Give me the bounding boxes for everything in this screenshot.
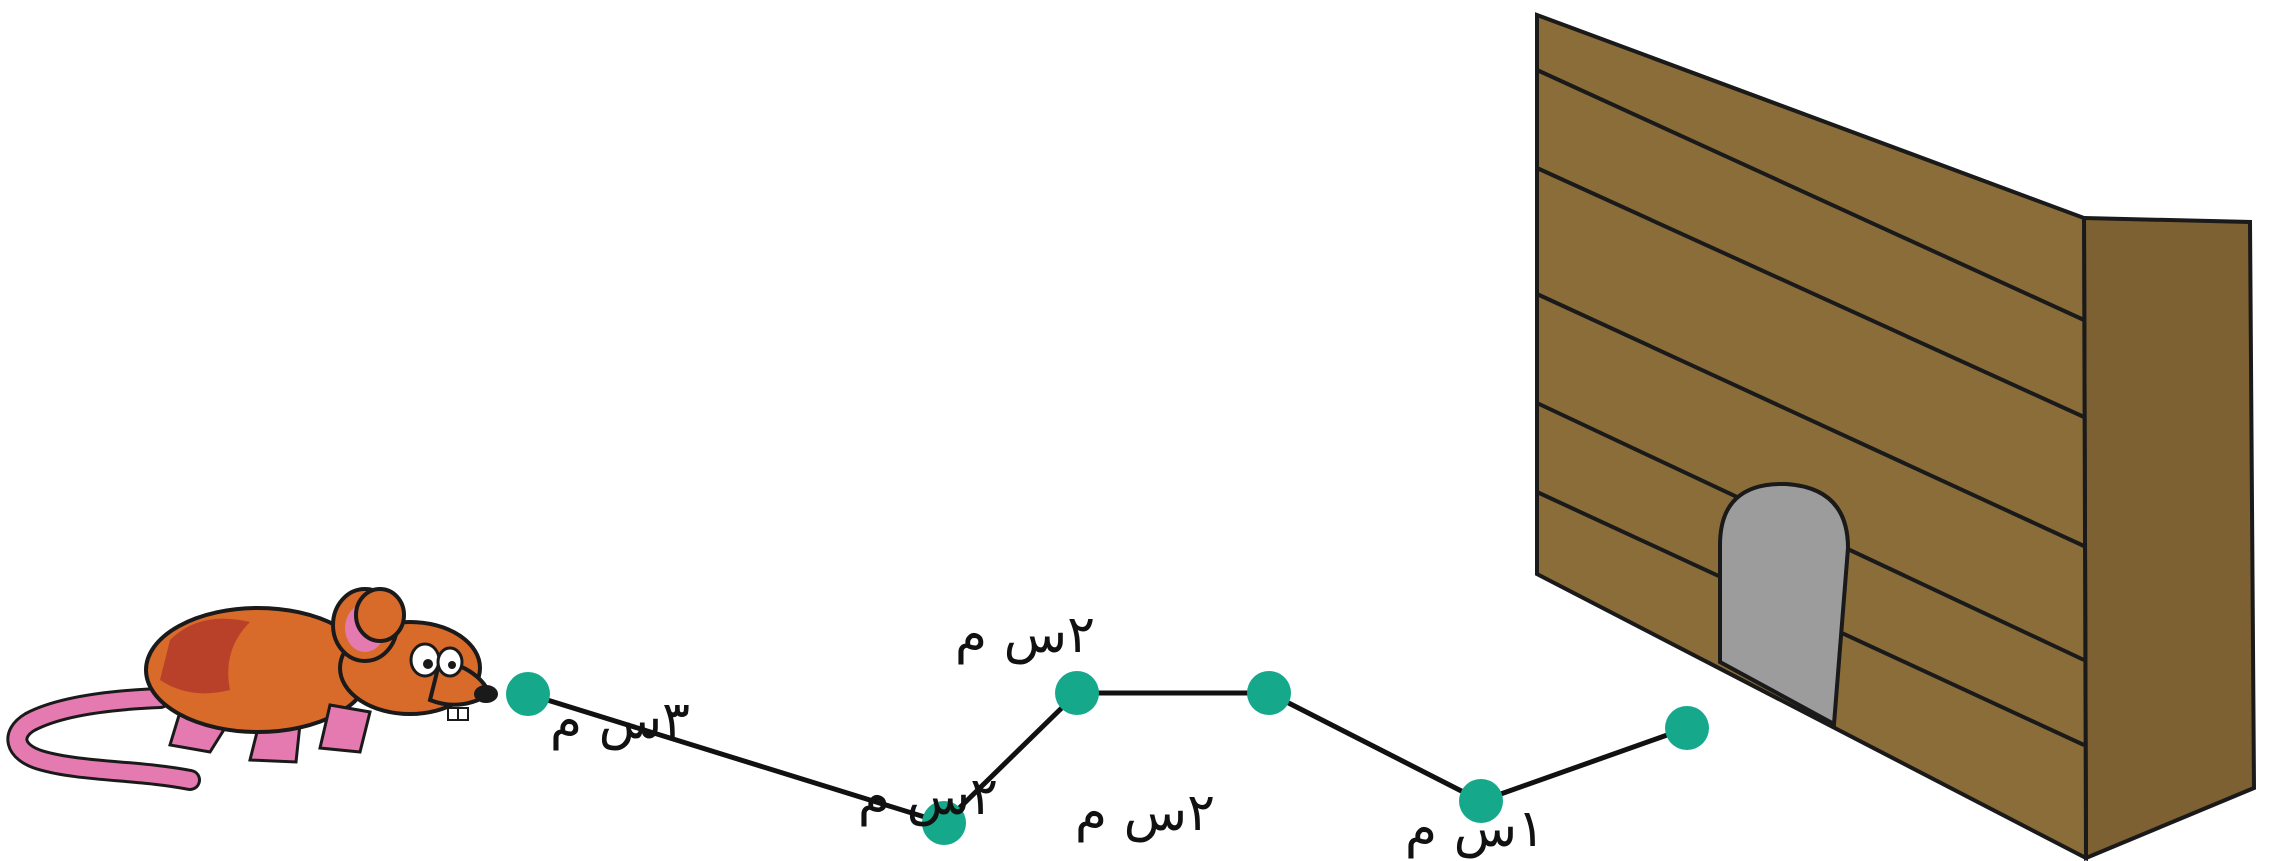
segment-label-1: ٣س م [550, 691, 690, 751]
path-segment-5 [1480, 725, 1688, 804]
wall-front-face [1535, 12, 2089, 861]
path-node [1055, 671, 1099, 715]
mouse-hole-icon [1718, 481, 1851, 728]
path-node [1459, 779, 1503, 823]
path-labels: ٣س م ٢س م ٢س م ٢س م ١س م [550, 605, 1545, 859]
wooden-wall-icon [1535, 12, 2257, 861]
path-segment-4 [1267, 690, 1483, 804]
segment-label-2: ٢س م [858, 767, 998, 827]
path-node [1665, 706, 1709, 750]
mouse-ear [354, 587, 406, 643]
mouse-nose [474, 685, 498, 703]
segment-label-3: ٢س م [955, 605, 1095, 665]
path-node [1247, 671, 1291, 715]
path-lines [527, 690, 1688, 826]
path-nodes [506, 671, 1709, 845]
wall-side-face [2081, 215, 2257, 861]
segment-label-4: ٢س م [1075, 783, 1215, 843]
segment-label-5: ١س م [1405, 799, 1545, 859]
path-node [506, 672, 550, 716]
path-node [922, 801, 966, 845]
path-segment-1 [527, 691, 945, 826]
mouse-icon [6, 587, 498, 791]
path-segment-2 [942, 691, 1079, 825]
